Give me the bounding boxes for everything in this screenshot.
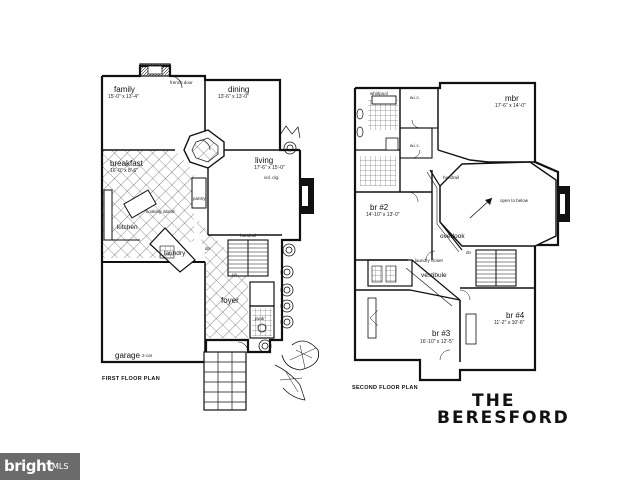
overlook-label: overlook bbox=[440, 233, 465, 240]
pwdr-tile bbox=[252, 308, 272, 336]
foyer-tile bbox=[196, 218, 248, 338]
foyer-label: foyer bbox=[221, 296, 239, 305]
whirlpool-tub bbox=[371, 95, 397, 105]
front-steps bbox=[203, 351, 247, 411]
master-bedroom-label: mbr bbox=[505, 94, 519, 103]
laundry-closet-label: laundry closet bbox=[415, 258, 443, 263]
open-to-below-arrow bbox=[469, 197, 493, 219]
first-floor-handrail-label: handrail bbox=[240, 233, 257, 238]
dining-room-dimensions: 13'-6" x 13'-0" bbox=[218, 94, 249, 100]
french-door-label: french door bbox=[170, 80, 193, 85]
watermark-brand: bright bbox=[4, 457, 53, 475]
garage-note: 2-car bbox=[142, 353, 153, 358]
breakfast-room-dimensions: 16'-0" x 8'-6" bbox=[110, 168, 138, 174]
title-line-1: THE bbox=[472, 391, 516, 411]
walk-in-closet-2-label: w.i.c. bbox=[410, 143, 421, 148]
powder-room-label: pwdr bbox=[255, 316, 265, 321]
pantry-label: pantry bbox=[193, 196, 206, 201]
family-room-label: family bbox=[114, 85, 135, 94]
living-room-ceiling-note: vol. clg. bbox=[264, 175, 280, 180]
bedroom-4-label: br #4 bbox=[506, 311, 525, 320]
stairs-down-label: dn bbox=[205, 246, 211, 251]
master-bath-tile bbox=[368, 100, 398, 130]
second-floor-plan bbox=[353, 81, 570, 382]
second-floor-handrail-label: handrail bbox=[443, 175, 460, 180]
first-floor-stairs bbox=[227, 239, 269, 277]
cooking-island bbox=[123, 189, 157, 219]
living-room-dimensions: 17'-6" x 15'-0" bbox=[254, 165, 285, 171]
landscape-shrubs bbox=[258, 125, 319, 401]
family-room-dimensions: 15'-0" x 13'-4" bbox=[108, 94, 139, 100]
title-line-2: BERESFORD bbox=[437, 408, 570, 428]
living-room-label: living bbox=[255, 156, 274, 165]
open-to-below-label: open to below bbox=[500, 198, 529, 203]
vestibule-label: vestibule bbox=[421, 272, 447, 279]
cooking-island-label: cooking island bbox=[146, 209, 175, 214]
bedroom-2-dimensions: 14'-10" x 13'-0" bbox=[366, 212, 400, 218]
dining-room-label: dining bbox=[228, 85, 250, 94]
stairs-up-label: up bbox=[232, 272, 238, 277]
breakfast-room-label: breakfast bbox=[110, 159, 143, 168]
bedroom-4-dimensions: 11'-2" x 10'-6" bbox=[494, 320, 525, 326]
whirlpool-label: whirlpool bbox=[370, 91, 388, 96]
second-floor-stairs bbox=[475, 249, 517, 287]
laundry-label: laundry bbox=[164, 250, 186, 257]
walk-in-closet-1-label: w.i.c. bbox=[410, 95, 421, 100]
bedroom-3-label: br #3 bbox=[432, 329, 451, 338]
second-floor-caption: SECOND FLOOR PLAN bbox=[352, 385, 418, 391]
bright-mls-watermark: bright MLS bbox=[0, 453, 80, 480]
watermark-suffix: MLS bbox=[52, 462, 69, 471]
second-floor-dn-label: dn bbox=[466, 250, 472, 255]
bedroom-2-label: br #2 bbox=[370, 203, 389, 212]
kitchen-label: kitchen bbox=[117, 224, 138, 231]
garage-label: garage bbox=[115, 351, 140, 360]
first-floor-caption: FIRST FLOOR PLAN bbox=[102, 376, 160, 382]
bedroom-3-dimensions: 16'-10" x 12'-5" bbox=[420, 339, 454, 345]
master-bedroom-dimensions: 17'-6" x 14'-0" bbox=[495, 103, 526, 109]
first-floor-plan bbox=[100, 63, 319, 411]
